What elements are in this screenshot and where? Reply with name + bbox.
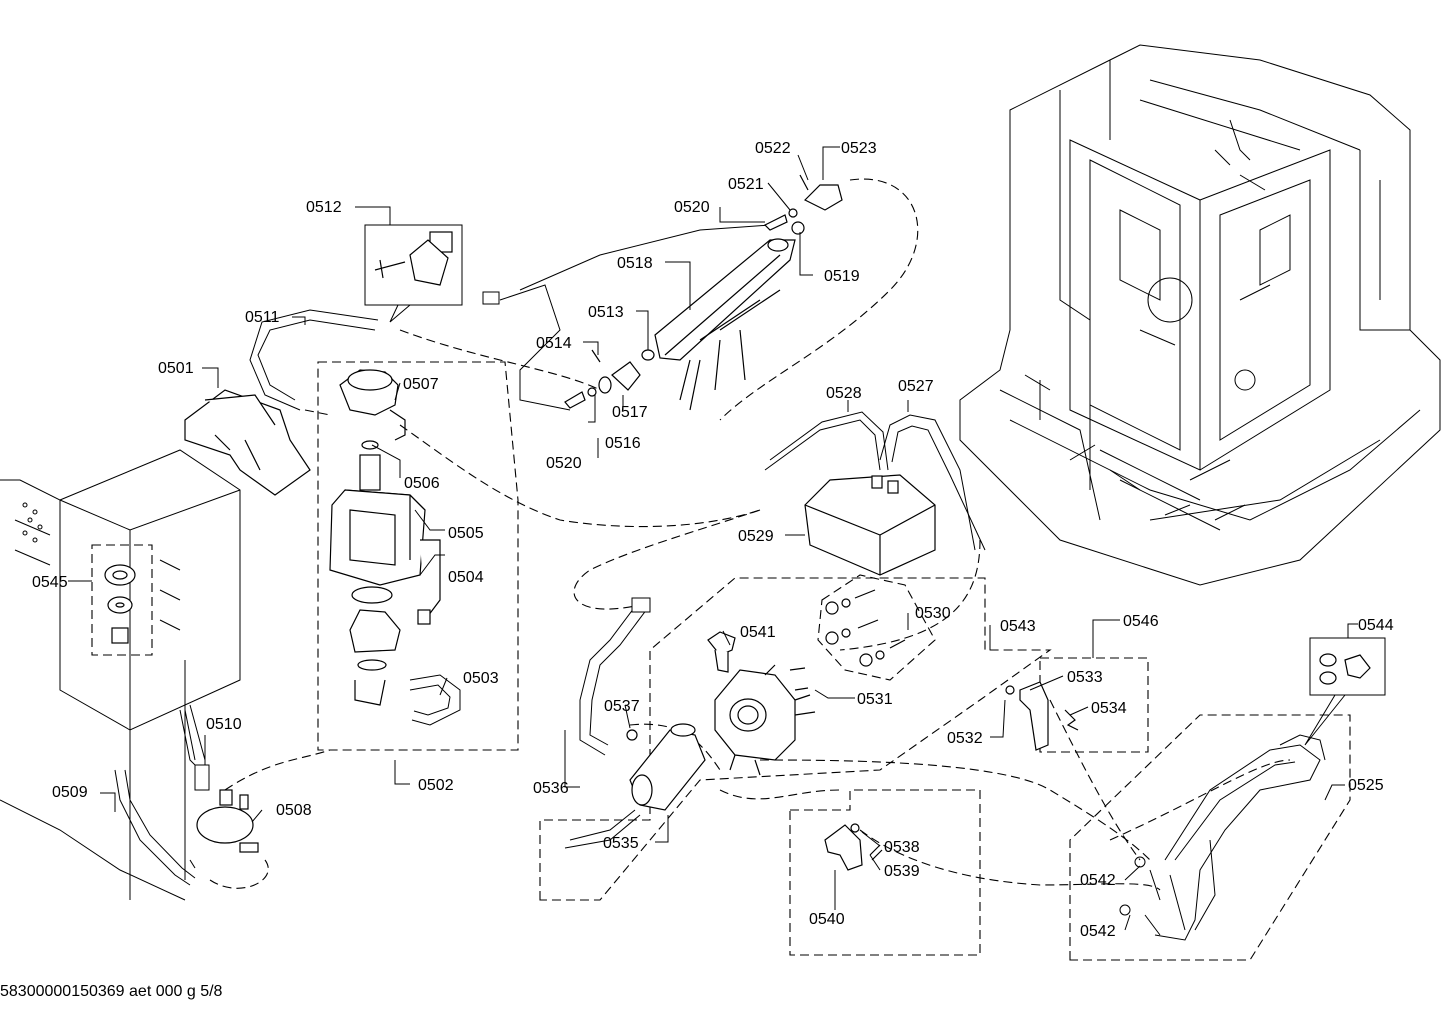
cable-0513 [482,224,771,411]
label-0534: 0534 [1091,700,1127,717]
thermoblock-0518 [654,238,796,411]
box-0525 [1069,714,1351,961]
hose-0527 [879,414,986,551]
bracket-0501 [184,389,311,496]
washers-0545 [104,564,136,644]
label-0501: 0501 [158,360,194,377]
label-0533: 0533 [1067,669,1103,686]
label-0528: 0528 [826,385,862,402]
pump-0505 [329,369,441,706]
label-0542-upper: 0542 [1080,872,1116,889]
label-0541: 0541 [740,624,776,641]
part-labels: 0501 0502 0503 0504 0505 0506 0507 0508 … [32,140,1394,940]
small-parts-0513-0517 [564,174,843,409]
label-0520-bottom: 0520 [546,455,582,472]
label-0512: 0512 [306,199,342,216]
label-0538: 0538 [884,839,920,856]
label-0545: 0545 [32,574,68,591]
label-0507: 0507 [403,376,439,393]
pump-unit-0531 [714,664,816,776]
hose-0528 [764,411,889,471]
box-0530 [817,574,936,681]
label-0521: 0521 [728,176,764,193]
label-0520-top: 0520 [674,199,710,216]
label-0510: 0510 [206,716,242,733]
valve-0540 [824,823,883,871]
hose-0509 [114,769,196,886]
connection-lines [209,178,1291,891]
hose-0536 [579,597,651,756]
elbow-0533 [1005,681,1079,751]
box-0540 [789,789,981,956]
container-0529 [804,474,936,576]
drawing-reference-footer: 58300000150369 aet 000 g 5/8 [0,983,223,1000]
machine-chassis [959,44,1441,586]
cable-0535 [564,809,641,849]
pressure-switch-0508 [196,789,259,853]
hose-0503 [409,674,461,726]
label-0511: 0511 [245,309,280,326]
parts-0544 [1319,653,1371,685]
label-0537: 0537 [604,698,640,715]
label-0522: 0522 [755,140,791,157]
label-0516: 0516 [605,435,641,452]
box-0543 [539,577,1052,901]
clamp-0512 [374,231,453,286]
label-0502: 0502 [418,777,454,794]
label-0544: 0544 [1358,617,1394,634]
label-0540: 0540 [809,911,845,928]
label-0506: 0506 [404,475,440,492]
screws-0530 [825,589,906,667]
box-0502 [317,361,519,751]
label-0519: 0519 [824,268,860,285]
label-0535: 0535 [603,835,639,852]
box-0545 [91,544,153,656]
label-leaders [68,146,1358,931]
cap-0541 [707,631,736,673]
label-0531: 0531 [857,691,893,708]
label-0529: 0529 [738,528,774,545]
label-0518: 0518 [617,255,653,272]
label-0517: 0517 [612,404,648,421]
label-0539: 0539 [884,863,920,880]
label-0530: 0530 [915,605,951,622]
label-0525: 0525 [1348,777,1384,794]
label-0514: 0514 [536,335,572,352]
label-0542-lower: 0542 [1080,923,1116,940]
label-0532: 0532 [947,730,983,747]
oring-0537 [626,729,638,741]
tank-housing [0,449,241,901]
manifold-0525 [1119,734,1326,941]
wires-0510 [179,704,210,791]
label-0523: 0523 [841,140,877,157]
box-0512 [364,224,463,306]
label-0543: 0543 [1000,618,1036,635]
cylinder-0535 [629,723,706,811]
label-0503: 0503 [463,670,499,687]
label-0546: 0546 [1123,613,1159,630]
label-0505: 0505 [448,525,484,542]
hose-0511 [249,309,379,411]
label-0513: 0513 [588,304,624,321]
label-0527: 0527 [898,378,934,395]
label-0504: 0504 [448,569,484,586]
label-0508: 0508 [276,802,312,819]
label-0536: 0536 [533,780,569,797]
label-0509: 0509 [52,784,88,801]
